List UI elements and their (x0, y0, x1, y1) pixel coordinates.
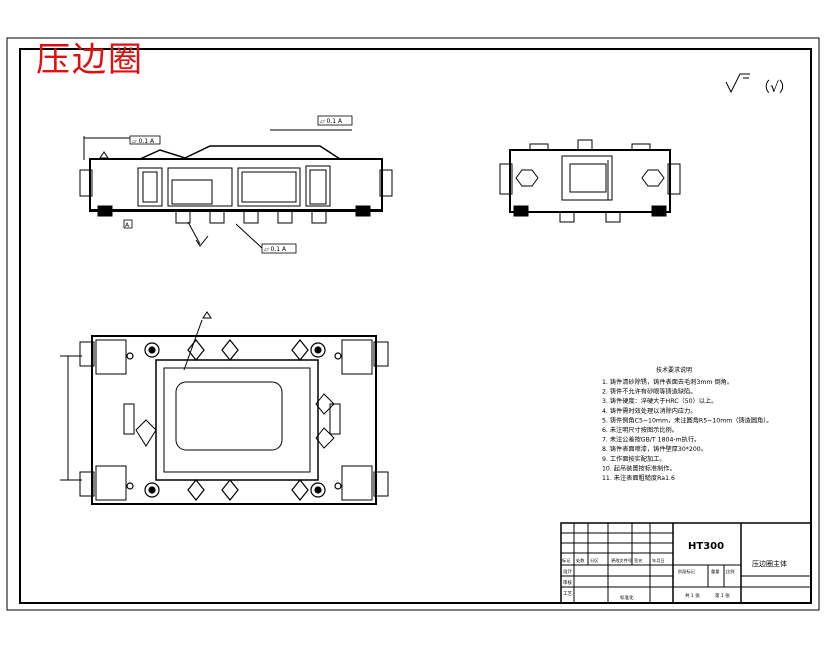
title-block-header-cell: 标记 (562, 557, 571, 564)
tech-req-item: 6. 未注明尺寸按图示比例。 (602, 426, 678, 434)
front-fcf-top: ▱ 0.1 A (317, 115, 353, 126)
plan-view (60, 311, 389, 505)
title-block-row-label: 设计 (563, 568, 572, 575)
plan-circles (126, 339, 342, 501)
inner-border (19, 48, 812, 604)
sheet-cell: 共 1 张 (685, 592, 700, 599)
title-block-header: 标记处数分区 更改文件号签名 年月日 (562, 557, 665, 564)
tech-req-item: 8. 铸件表面喷漆，铸件壁厚30*200。 (602, 445, 707, 453)
title-block-header-cell: 年月日 (652, 557, 665, 564)
title-block-row-label: 工艺 (563, 591, 572, 597)
side-view (499, 139, 681, 223)
tech-req-item: 5. 铸件倒角C5~10mm，未注圆角R5~10mm（铸造圆角）。 (602, 416, 773, 424)
front-view (79, 129, 393, 249)
material-label: HT300 (688, 541, 724, 552)
title-block-header-cell: 更改文件号 (611, 557, 632, 564)
part-name-label: 压边圈主体 (752, 559, 787, 568)
tech-req-item: 4. 铸件需时效处理以消除内应力。 (602, 407, 697, 415)
red-stamp-title: 压边圈 (36, 40, 144, 80)
front-fcf-left: ▱ 0.1 A (129, 135, 161, 145)
roughness-note: （√） (756, 80, 793, 96)
tech-req-item: 10. 起吊装置按标准制作。 (602, 464, 676, 472)
title-block-header-cell: 分区 (590, 557, 598, 564)
tech-req-item: 7. 未注公差按GB/T 1804-m执行。 (602, 436, 700, 444)
title-block-header-cell: 签名 (634, 557, 642, 564)
roughness-symbol (725, 73, 750, 94)
svg-text:▱ 0.1 A: ▱ 0.1 A (320, 118, 343, 125)
std-label: 标准化 (620, 594, 634, 601)
tech-req-item: 9. 工作面按实配加工。 (602, 455, 666, 463)
svg-text:▱ 0.1 A: ▱ 0.1 A (132, 138, 155, 145)
stage-cell: 重量 (711, 568, 719, 575)
sheet-cell: 第 1 张 (715, 592, 730, 599)
tech-req-item: 2. 铸件不允许有砂眼等铸造缺陷。 (602, 388, 697, 396)
stage-cell: 阶段标记 (678, 568, 696, 575)
tech-req-item: 3. 铸件硬度：淬硬大于HRC（50）以上。 (602, 397, 717, 405)
front-fcf-bottom: ▱ 0.1 A (261, 243, 297, 254)
tech-req-item: 1. 铸件清砂除锈，铸件表面去毛刺3mm 倒角。 (602, 378, 733, 386)
title-block-header-cell: 处数 (576, 557, 585, 564)
stage-cell: 比例 (726, 568, 734, 575)
stage-cells: 阶段标记 重量比例 (678, 568, 734, 575)
svg-text:A: A (125, 222, 130, 229)
title-block-row-label: 审核 (563, 579, 572, 586)
datum-a: A (123, 219, 133, 229)
outer-border (6, 37, 820, 611)
tech-req-item: 11. 未注表面粗糙度Ra1.6 (602, 474, 675, 482)
svg-text:▱ 0.1 A: ▱ 0.1 A (264, 246, 287, 253)
tech-req-title: 技术要求说明 (656, 366, 692, 374)
tech-req-list: 1. 铸件清砂除锈，铸件表面去毛刺3mm 倒角。 2. 铸件不允许有砂眼等铸造缺陷… (602, 378, 773, 482)
title-block (560, 522, 812, 604)
sheet-cells: 共 1 张 第 1 张 (685, 592, 730, 599)
